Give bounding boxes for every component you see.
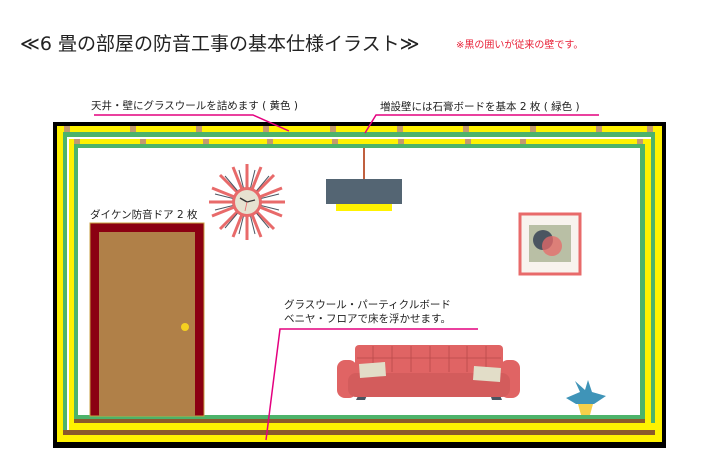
leader-lines [94, 114, 599, 441]
ceiling-studs [64, 126, 653, 144]
soundproof-door [99, 232, 195, 416]
existing-wall-note: ※黒の囲いが従来の壁です。 [456, 38, 583, 51]
sofa [337, 345, 520, 400]
potted-plant [566, 380, 606, 415]
door-label: ダイケン防音ドア 2 枚 [90, 208, 198, 221]
door-knob [181, 323, 189, 331]
inner-floor-board [74, 419, 645, 423]
floor-glasswool [74, 423, 655, 430]
wall-clock [209, 164, 285, 240]
gypsum-label: 増設壁には石膏ボードを基本 2 枚 ( 緑色 ) [380, 100, 580, 113]
page-title: ≪6 畳の部屋の防音工事の基本仕様イラスト≫ [20, 33, 420, 55]
floor-label-line1: グラスウール・パーティクルボード [284, 298, 451, 311]
lamp-light [336, 204, 392, 211]
pendant-lamp [326, 179, 402, 204]
outer-floor-board [63, 430, 655, 435]
floor-label-line2: ベニヤ・フロアで床を浮かせます。 [284, 312, 451, 325]
glasswool-label: 天井・壁にグラスウールを詰めます ( 黄色 ) [91, 99, 298, 112]
